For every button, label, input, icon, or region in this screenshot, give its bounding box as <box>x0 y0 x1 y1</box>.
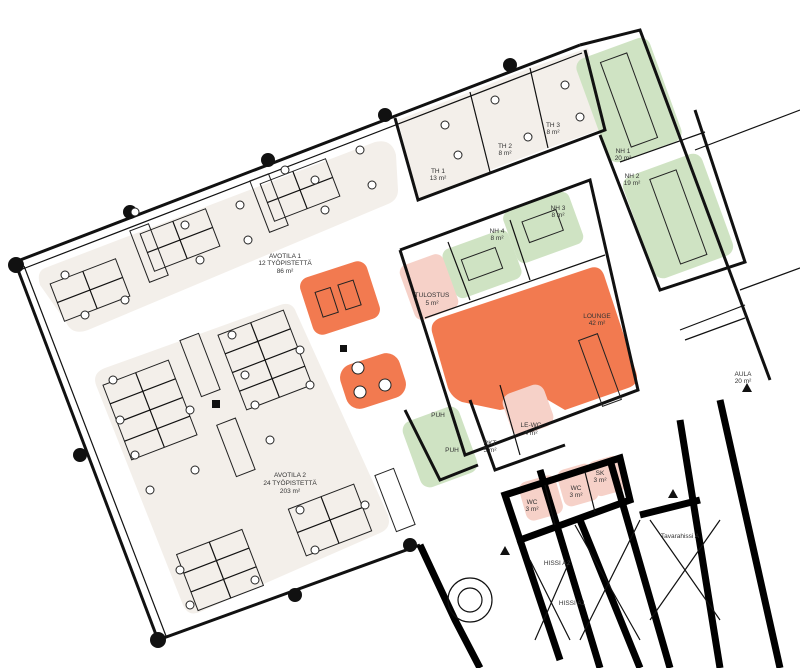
room-le-wc: LE-WC4 m² <box>521 422 542 437</box>
room-nh3: NH 38 m² <box>551 205 566 219</box>
room-nh2: NH 219 m² <box>624 173 641 187</box>
room-name: SK <box>596 470 605 477</box>
desks-avotila2 <box>102 309 416 612</box>
room-area: 3 m² <box>526 506 540 513</box>
room-name: NH 1 <box>616 148 631 155</box>
room-area: 3 m² <box>570 492 584 499</box>
meeting-tables <box>314 52 708 407</box>
zone-avotila1 <box>38 141 399 332</box>
room-area: 42 m² <box>589 320 606 327</box>
room-puh-2: PUH <box>445 447 459 454</box>
room-avotila2: AVOTILA 2 24 TYÖPISTETTÄ 203 m² <box>263 472 317 495</box>
elevator-hissi-a2: HISSI A2 <box>544 560 571 567</box>
elevator-tavarahissi: Tavarahissi A <box>661 533 700 540</box>
room-name: AVOTILA 2 <box>274 472 306 479</box>
room-area: 8 m² <box>547 129 561 136</box>
room-area: 20 m² <box>615 155 632 162</box>
room-name: NH 3 <box>551 205 566 212</box>
room-nh4: NH 48 m² <box>490 228 505 242</box>
room-area: 5 m² <box>426 300 440 307</box>
room-name: RKT <box>484 440 497 447</box>
room-name: NH 2 <box>625 173 640 180</box>
room-name: HISSI A2 <box>544 560 571 567</box>
room-name: AULA <box>735 371 753 378</box>
room-area: 19 m² <box>624 180 641 187</box>
desks-avotila1 <box>49 158 341 322</box>
room-name: PUH <box>445 447 459 454</box>
room-area: 203 m² <box>280 488 301 495</box>
room-name: LE-WC <box>521 422 542 429</box>
room-name: TH 3 <box>546 122 560 129</box>
room-wc-1: WC3 m² <box>526 499 540 513</box>
room-area: 8 m² <box>552 212 566 219</box>
building-walls <box>8 28 800 668</box>
chairs <box>60 80 585 610</box>
room-avotila1: AVOTILA 1 12 TYÖPISTETTÄ 86 m² <box>258 253 312 275</box>
room-area: 20 m² <box>735 378 752 385</box>
room-area: 86 m² <box>277 268 294 275</box>
interior-walls <box>393 49 747 668</box>
room-area: 5 m² <box>484 447 498 454</box>
room-area: 4 m² <box>525 430 539 437</box>
room-name: WC <box>571 485 582 492</box>
room-name: AVOTILA 1 <box>269 253 301 260</box>
room-name: TH 2 <box>498 143 512 150</box>
elevator-hissi-a1: HISSI A1 <box>559 600 586 607</box>
room-area: 13 m² <box>430 175 447 182</box>
room-name: NH 4 <box>490 228 505 235</box>
room-name: TULOSTUS <box>415 292 450 299</box>
room-th3: TH 38 m² <box>546 122 560 136</box>
room-area: 8 m² <box>499 150 513 157</box>
room-name: HISSI A1 <box>559 600 586 607</box>
room-nh1: NH 120 m² <box>615 148 632 162</box>
entrance-arrow-icons <box>500 383 752 555</box>
room-name: WC <box>527 499 538 506</box>
zone-th-rooms <box>398 48 605 200</box>
room-puh-1: PUH <box>431 412 445 419</box>
room-area: 3 m² <box>594 477 608 484</box>
room-name: TH 1 <box>431 168 445 175</box>
room-name: PUH <box>431 412 445 419</box>
room-name: LOUNGE <box>583 313 611 320</box>
room-seats: 12 TYÖPISTETTÄ <box>258 259 312 267</box>
room-th2: TH 28 m² <box>498 143 512 157</box>
room-seats: 24 TYÖPISTETTÄ <box>263 479 317 487</box>
room-sk: SK3 m² <box>594 470 608 484</box>
room-th1: TH 113 m² <box>430 168 447 182</box>
room-wc-2: WC3 m² <box>570 485 584 499</box>
room-area: 8 m² <box>491 235 505 242</box>
room-name: Tavarahissi A <box>661 533 700 540</box>
